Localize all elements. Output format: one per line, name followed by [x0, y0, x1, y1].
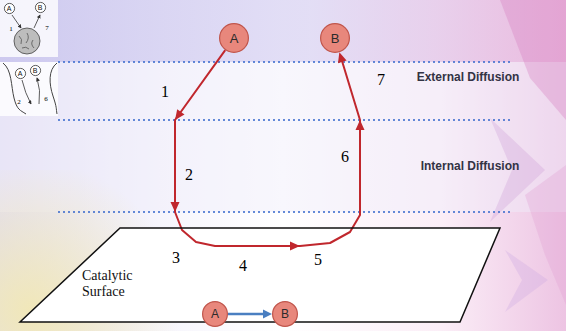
- zone-label: Internal Diffusion: [421, 159, 520, 173]
- circle-shape: [321, 24, 350, 53]
- step-number: 4: [239, 257, 247, 274]
- circle-shape: [35, 2, 45, 12]
- label-anchor: 7: [377, 71, 385, 89]
- zone-divider: [58, 62, 512, 212]
- sketch-step-number: 6: [44, 95, 48, 103]
- label-anchor: 6: [341, 148, 349, 166]
- label-anchor: 1: [161, 83, 169, 101]
- molecule-circle: B: [272, 301, 298, 327]
- label-anchor: 1: [9, 17, 13, 35]
- sketch-arrow: [34, 15, 40, 28]
- zone-label: External Diffusion: [417, 70, 520, 84]
- sketch-step-number: 1: [9, 25, 13, 33]
- molecule-label: A: [7, 5, 12, 12]
- surface-fill: [20, 228, 500, 322]
- arrowhead: [175, 109, 184, 120]
- molecule-label: B: [38, 4, 43, 11]
- molecule-label: A: [18, 70, 23, 77]
- label-anchor: External Diffusion: [417, 67, 520, 85]
- sketch-step-number: 2: [17, 98, 21, 106]
- pore-wall: [50, 63, 57, 114]
- label-anchor: 3: [172, 249, 180, 267]
- flow-line: [175, 50, 360, 246]
- molecule-label: A: [211, 308, 219, 320]
- circle-shape: [15, 68, 25, 78]
- label-anchor: 6: [44, 87, 48, 105]
- circle-shape: [203, 302, 228, 327]
- step-number: 3: [172, 249, 180, 266]
- sketch-panel: [0, 0, 58, 57]
- circle-shape: [220, 24, 249, 53]
- circle-shape: [273, 302, 298, 327]
- label-anchor: 2: [17, 90, 21, 108]
- external-band: [0, 0, 566, 62]
- label-anchor: 5: [314, 251, 322, 269]
- surface-text-slot: Catalytic Surface: [82, 268, 162, 300]
- pore-wall: [3, 63, 26, 114]
- surface-label: Catalytic Surface: [82, 268, 162, 300]
- sketch-panel: [0, 62, 58, 116]
- step-number: 5: [314, 251, 322, 268]
- molecule-circle: B: [320, 23, 350, 53]
- sketch-arrow: [22, 80, 31, 104]
- molecule-label: A: [230, 32, 239, 45]
- chevron-decor: [500, 0, 566, 120]
- flow-arrow: [171, 50, 365, 250]
- sketch-step-number: 7: [45, 24, 49, 32]
- flow-line: [228, 313, 266, 316]
- circle-shape: [30, 65, 40, 75]
- label-anchor: 7: [45, 16, 49, 34]
- arrowhead: [290, 242, 300, 251]
- flow-arrow: [228, 310, 272, 319]
- molecule-circle: A: [219, 23, 249, 53]
- molecule-label: B: [33, 67, 38, 74]
- arrowhead: [338, 52, 347, 63]
- catalytic-surface: Catalytic SurfaceA B: [20, 228, 500, 322]
- step-number: 1: [161, 83, 169, 100]
- label-anchor: 4: [239, 257, 247, 275]
- catalyst-pellet: [14, 28, 40, 54]
- sketch-arrow: [12, 15, 21, 28]
- sketch-molecule: B: [35, 2, 46, 13]
- arrowhead: [356, 120, 365, 130]
- chevron-decor: [505, 250, 548, 312]
- pellet-pores: [19, 33, 34, 49]
- circle-shape: [4, 3, 14, 13]
- molecule-circle: A: [202, 301, 228, 327]
- step-number: 7: [377, 71, 385, 88]
- step-number: 6: [341, 148, 349, 165]
- sketch-molecule: B: [30, 65, 41, 76]
- molecule-label: B: [281, 308, 289, 320]
- surface-parallelogram: [20, 228, 500, 322]
- sketch-molecule: A: [4, 3, 15, 14]
- label-anchor: 2: [185, 166, 193, 184]
- arrowhead: [171, 202, 180, 212]
- molecule-label: B: [331, 32, 340, 45]
- sketch-arrow: [37, 78, 40, 104]
- glow: [0, 170, 566, 331]
- arrowhead: [263, 310, 272, 319]
- label-anchor: Internal Diffusion: [421, 156, 520, 174]
- sketch-molecule: A: [15, 68, 26, 79]
- step-number: 2: [185, 166, 193, 183]
